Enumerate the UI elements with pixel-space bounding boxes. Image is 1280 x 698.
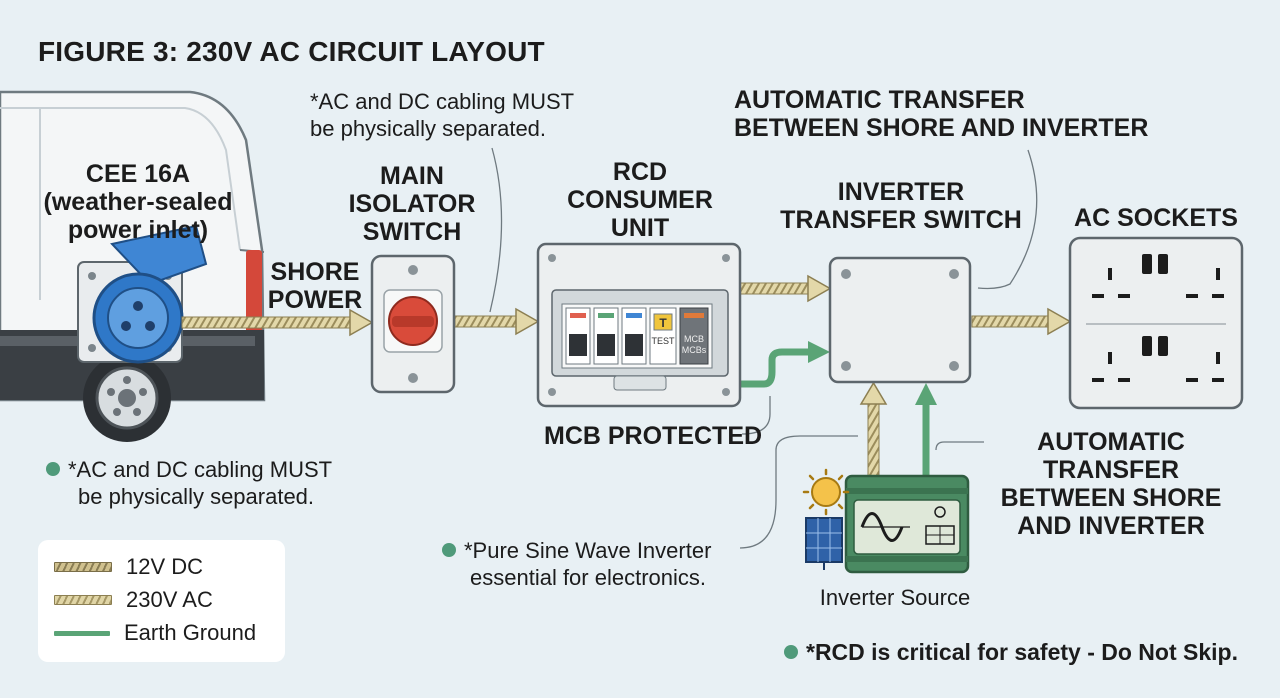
legend-item-ac: 230V AC <box>54 585 213 615</box>
transfer-line1: INVERTER <box>837 178 965 206</box>
ac-cables <box>181 274 1072 477</box>
sine-note-line2: essential for electronics. <box>470 565 706 590</box>
earth-cables <box>740 341 937 476</box>
auto-transfer-top-label: AUTOMATIC TRANSFER BETWEEN SHORE AND INV… <box>734 86 1148 142</box>
isolator-line2: ISOLATOR <box>348 190 476 218</box>
auto-transfer-top-line2: BETWEEN SHORE AND INVERTER <box>734 114 1149 142</box>
auto-transfer-top-line1: AUTOMATIC TRANSFER <box>734 86 1025 114</box>
inverter-source-icon <box>844 474 970 574</box>
legend-label-ac: 230V AC <box>126 587 213 612</box>
page-title: FIGURE 3: 230V AC CIRCUIT LAYOUT <box>38 36 545 67</box>
top-separation-note: *AC and DC cabling MUST be physically se… <box>310 88 574 142</box>
ac-sockets-label: AC SOCKETS <box>1074 204 1238 232</box>
rcd-label: RCD CONSUMER UNIT <box>548 158 732 242</box>
sine-wave-note: *Pure Sine Wave Inverter essential for e… <box>442 537 711 591</box>
rcd-consumer-unit-icon: T TEST MCB MCBs <box>536 242 742 408</box>
rcd-mcb-label: MCB <box>684 334 704 344</box>
isolator-line3: SWITCH <box>362 218 462 246</box>
rcd-note-text: *RCD is critical for safety - Do Not Ski… <box>806 639 1238 665</box>
solar-panel-icon <box>805 517 843 570</box>
inverter-source-label: Inverter Source <box>819 585 971 610</box>
auto-transfer-right-label: AUTOMATIC TRANSFER BETWEEN SHORE AND INV… <box>980 428 1242 540</box>
isolator-label: MAIN ISOLATOR SWITCH <box>334 162 490 246</box>
auto-transfer-right-line1: AUTOMATIC TRANSFER <box>1037 428 1185 484</box>
top-note-line2: be physically separated. <box>310 116 547 141</box>
transfer-switch-icon <box>828 256 972 384</box>
cee-inlet-icon <box>77 224 208 364</box>
left-note-line2: be physically separated. <box>78 484 315 509</box>
legend-label-earth: Earth Ground <box>124 620 257 645</box>
shore-power-line2: POWER <box>267 286 363 314</box>
auto-transfer-right-line3: AND INVERTER <box>1017 512 1205 540</box>
top-note-line1: *AC and DC cabling MUST <box>310 89 575 114</box>
ac-sockets-icon <box>1068 236 1244 410</box>
left-note-line1: *AC and DC cabling MUST <box>68 457 333 482</box>
leader-lines <box>489 147 1038 549</box>
legend-swatch-earth <box>54 630 110 636</box>
bullet-dot <box>46 462 60 476</box>
legend-item-earth: Earth Ground <box>54 618 256 648</box>
auto-transfer-right-line2: BETWEEN SHORE <box>1000 484 1222 512</box>
sun-icon <box>802 468 850 516</box>
inlet-label: CEE 16A (weather-sealed power inlet) <box>40 160 236 244</box>
rcd-test-letter: T <box>659 316 667 330</box>
shore-power-label: SHORE POWER <box>262 258 368 314</box>
rcd-line1: RCD <box>612 158 668 186</box>
rcd-line2: CONSUMER <box>567 186 713 214</box>
legend: 12V DC 230V AC Earth Ground <box>38 540 285 662</box>
transfer-switch-label: INVERTER TRANSFER SWITCH <box>776 178 1026 234</box>
transfer-line2: TRANSFER SWITCH <box>780 206 1022 234</box>
inlet-label-line3: power inlet) <box>67 216 209 244</box>
legend-label-dc: 12V DC <box>126 554 204 579</box>
sine-note-line1: *Pure Sine Wave Inverter <box>464 538 712 563</box>
legend-item-dc: 12V DC <box>54 552 203 582</box>
isolator-line1: MAIN <box>380 162 444 190</box>
inlet-label-line2: (weather-sealed <box>43 188 233 216</box>
bullet-dot <box>784 645 798 659</box>
legend-swatch-ac <box>54 595 112 605</box>
main-isolator-icon <box>370 254 456 394</box>
rcd-test-label: TEST <box>651 336 675 346</box>
left-separation-note: *AC and DC cabling MUST be physically se… <box>46 456 332 510</box>
bullet-dot <box>442 543 456 557</box>
shore-power-line1: SHORE <box>270 258 360 286</box>
rcd-safety-note: *RCD is critical for safety - Do Not Ski… <box>784 638 1238 666</box>
mcb-protected-label: MCB PROTECTED <box>544 422 763 450</box>
rcd-line3: UNIT <box>610 214 670 242</box>
rcd-mcbs-label: MCBs <box>682 345 707 355</box>
inlet-label-line1: CEE 16A <box>85 160 191 188</box>
legend-swatch-dc <box>54 562 112 572</box>
